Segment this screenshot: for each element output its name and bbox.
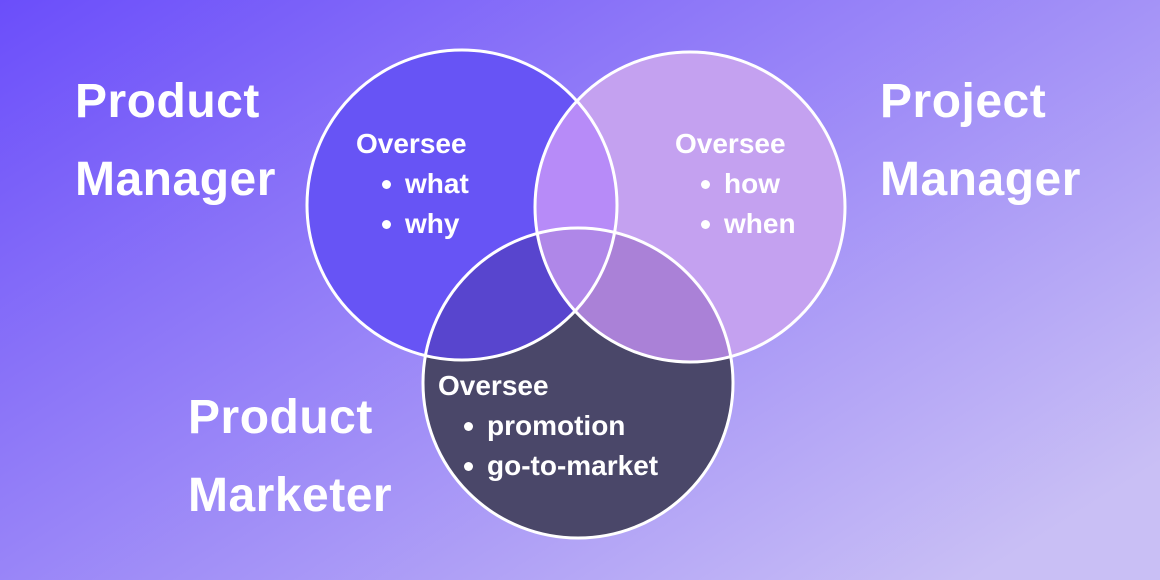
- bullet-item-label: how: [724, 168, 780, 199]
- list-item: when: [701, 204, 796, 244]
- product-marketer-circle-outline: [421, 226, 735, 540]
- bullet-dot: [382, 179, 391, 189]
- oversee-heading: Oversee: [438, 370, 549, 401]
- product-marketer-label-line1: Product: [188, 391, 373, 444]
- list-item: why: [382, 204, 469, 244]
- bullet-dot: [701, 179, 710, 189]
- bullet-item-label: when: [724, 208, 796, 239]
- project-manager-circle-outline: [533, 50, 847, 364]
- bullet-item-label: why: [405, 208, 460, 239]
- list-item: go-to-market: [464, 446, 658, 486]
- project-manager-label: Project Manager: [880, 63, 1081, 219]
- product-manager-label-line1: Product: [75, 75, 260, 128]
- product-manager-label-line2: Manager: [75, 153, 276, 206]
- project-manager-oversee-block: Oversee how when: [675, 124, 796, 244]
- product-marketer-label-line2: Marketer: [188, 469, 393, 522]
- project-manager-label-line2: Manager: [880, 153, 1081, 206]
- project-marketer-overlap-region: [535, 228, 733, 362]
- bullet-dot: [464, 461, 473, 471]
- bullet-item-label: promotion: [487, 410, 626, 441]
- bullet-dot: [382, 219, 391, 229]
- product-marketer-label: Product Marketer: [188, 379, 392, 535]
- product-manager-label: Product Manager: [75, 63, 276, 219]
- oversee-heading: Oversee: [356, 128, 467, 159]
- bullet-item-label: what: [405, 168, 469, 199]
- list-item: promotion: [464, 406, 658, 446]
- pm-marketer-overlap-region: [423, 228, 617, 360]
- oversee-heading: Oversee: [675, 128, 786, 159]
- bullet-item-label: go-to-market: [487, 450, 659, 481]
- product-marketer-oversee-block: Oversee promotion go-to-market: [438, 366, 658, 486]
- list-item: what: [382, 164, 469, 204]
- bullet-dot: [701, 219, 710, 229]
- list-item: how: [701, 164, 796, 204]
- product-manager-oversee-block: Oversee what why: [356, 124, 469, 244]
- bullet-dot: [464, 421, 473, 431]
- product-manager-circle-outline: [305, 48, 619, 362]
- project-manager-label-line1: Project: [880, 75, 1047, 128]
